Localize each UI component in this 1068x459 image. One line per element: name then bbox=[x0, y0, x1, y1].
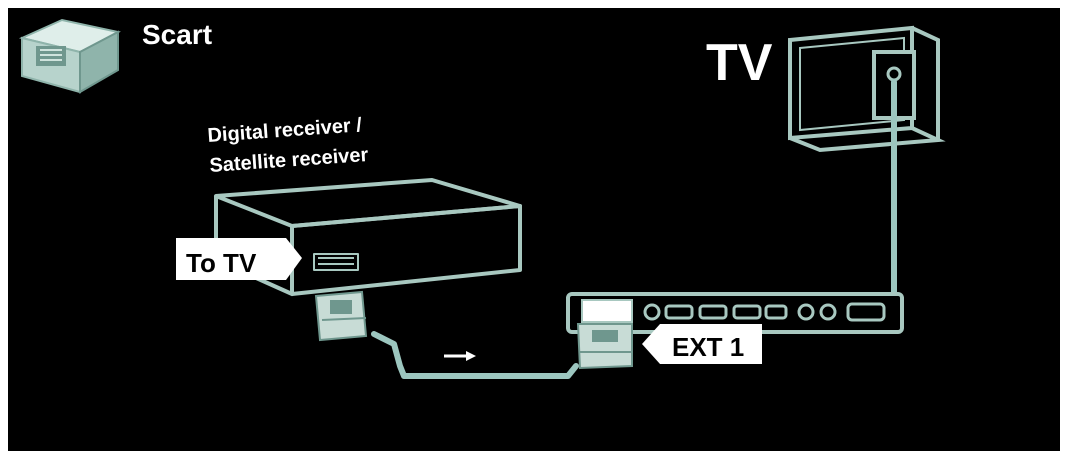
diagram-title: Scart bbox=[142, 19, 212, 50]
to-tv-label: To TV bbox=[186, 248, 257, 278]
tv-label: TV bbox=[706, 34, 773, 92]
receiver-scart-socket bbox=[313, 253, 359, 271]
ext1-label: EXT 1 bbox=[672, 332, 744, 362]
ext1-socket bbox=[581, 299, 633, 323]
ext1-callout bbox=[642, 324, 762, 364]
scart-cable bbox=[371, 331, 579, 379]
receiver-scart-plug bbox=[314, 290, 368, 342]
arrow-right-icon bbox=[444, 351, 476, 361]
tv-scart-plug bbox=[576, 323, 633, 370]
to-tv-callout bbox=[176, 238, 302, 280]
scart-connector-icon bbox=[18, 18, 121, 94]
